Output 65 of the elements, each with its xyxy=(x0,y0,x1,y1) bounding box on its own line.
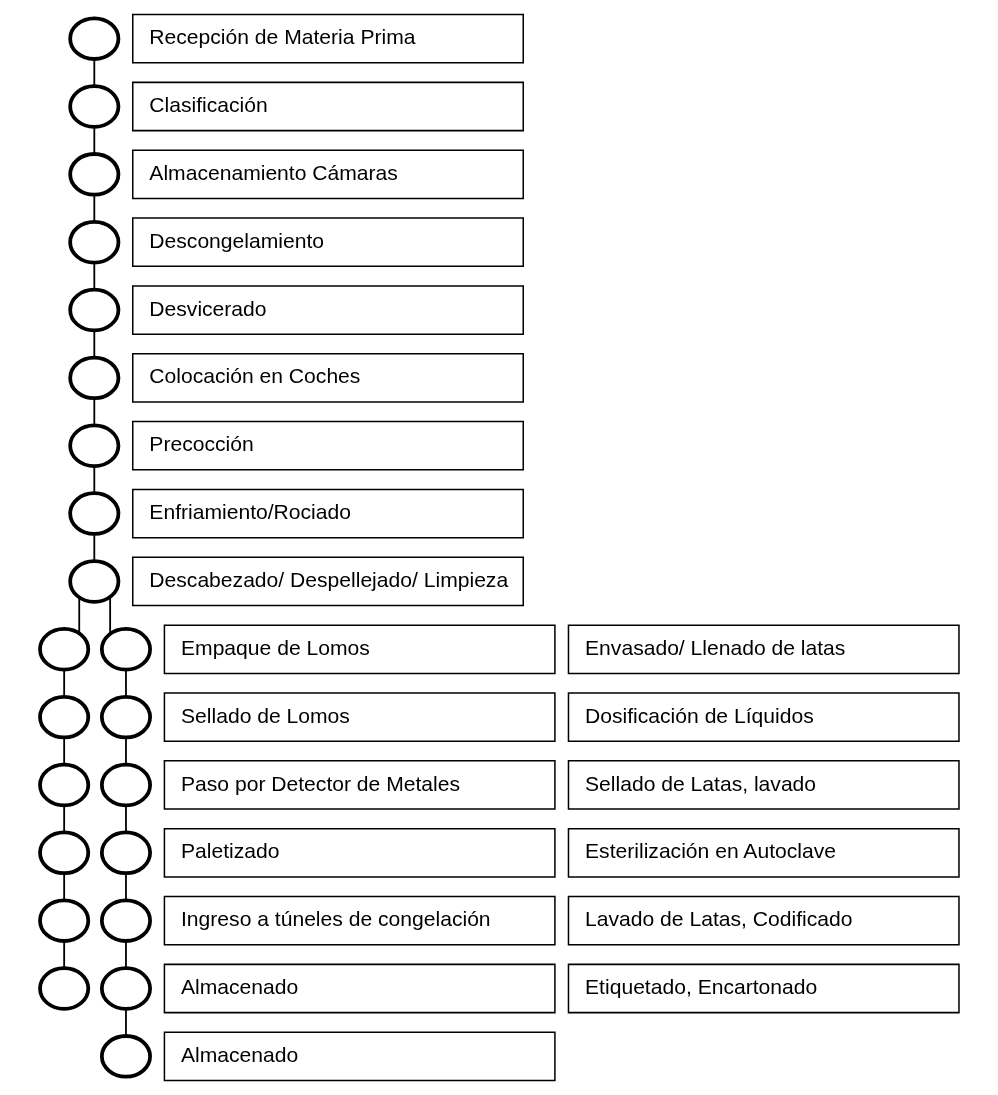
node-box: Lavado de Latas, Codificado xyxy=(567,895,960,946)
node-box: Paletizado xyxy=(163,827,556,878)
connector xyxy=(92,533,95,562)
node-circle xyxy=(99,1034,152,1079)
node-circle xyxy=(67,287,120,333)
node-box: Recepción de Materia Prima xyxy=(131,13,524,64)
node-circle xyxy=(37,694,90,740)
node-box: Ingreso a túneles de congelación xyxy=(163,895,556,946)
node-box: Desvicerado xyxy=(131,285,524,335)
node-box: Descongelamiento xyxy=(131,217,524,268)
node-box: Precocción xyxy=(131,420,524,471)
connector xyxy=(92,397,95,427)
node-circle xyxy=(67,84,120,129)
node-circle xyxy=(37,898,90,943)
connector xyxy=(62,669,65,698)
node-box: Etiquetado, Encartonado xyxy=(567,963,960,1014)
node-circle xyxy=(99,627,152,672)
connector xyxy=(124,669,127,698)
node-box: Descabezado/ Despellejado/ Limpieza xyxy=(131,556,524,607)
node-circle xyxy=(37,966,90,1011)
node-box: Sellado de Latas, lavado xyxy=(567,760,960,810)
connector xyxy=(124,804,127,834)
node-box: Colocación en Coches xyxy=(131,353,524,403)
node-circle xyxy=(67,423,120,468)
node-box: Sellado de Lomos xyxy=(163,692,556,742)
connector xyxy=(92,58,95,87)
node-circle xyxy=(99,762,152,808)
node-circle xyxy=(99,694,152,740)
node-circle xyxy=(99,898,152,943)
connector xyxy=(92,194,95,223)
node-box: Empaque de Lomos xyxy=(163,624,556,675)
connector xyxy=(124,1008,127,1037)
node-box: Dosificación de Líquidos xyxy=(567,692,960,742)
connector xyxy=(62,872,65,901)
node-box: Enfriamiento/Rociado xyxy=(131,488,524,539)
node-circle xyxy=(67,16,120,61)
connector xyxy=(77,596,80,634)
connector xyxy=(92,262,95,291)
connector xyxy=(62,804,65,834)
connector xyxy=(62,736,65,766)
connector xyxy=(124,872,127,901)
node-circle xyxy=(37,830,90,876)
node-circle xyxy=(37,762,90,808)
node-box: Esterilización en Autoclave xyxy=(567,827,960,878)
node-box: Paso por Detector de Metales xyxy=(163,760,556,810)
node-circle xyxy=(67,355,120,401)
connector xyxy=(92,329,95,359)
node-box: Envasado/ Llenado de latas xyxy=(567,624,960,675)
connector xyxy=(124,736,127,766)
node-box: Almacenamiento Cámaras xyxy=(131,149,524,200)
node-box: Almacenado xyxy=(163,1031,556,1082)
connector xyxy=(108,596,111,635)
connector xyxy=(92,126,95,155)
node-circle xyxy=(67,152,120,197)
node-circle xyxy=(99,966,152,1011)
node-circle xyxy=(67,219,120,265)
node-circle xyxy=(37,627,90,672)
connector xyxy=(62,940,65,969)
node-circle xyxy=(67,491,120,536)
connector xyxy=(92,465,95,494)
node-box: Almacenado xyxy=(163,963,556,1014)
node-circle xyxy=(67,559,120,604)
node-box: Clasificación xyxy=(131,81,524,132)
connector xyxy=(124,940,127,969)
node-circle xyxy=(99,830,152,876)
